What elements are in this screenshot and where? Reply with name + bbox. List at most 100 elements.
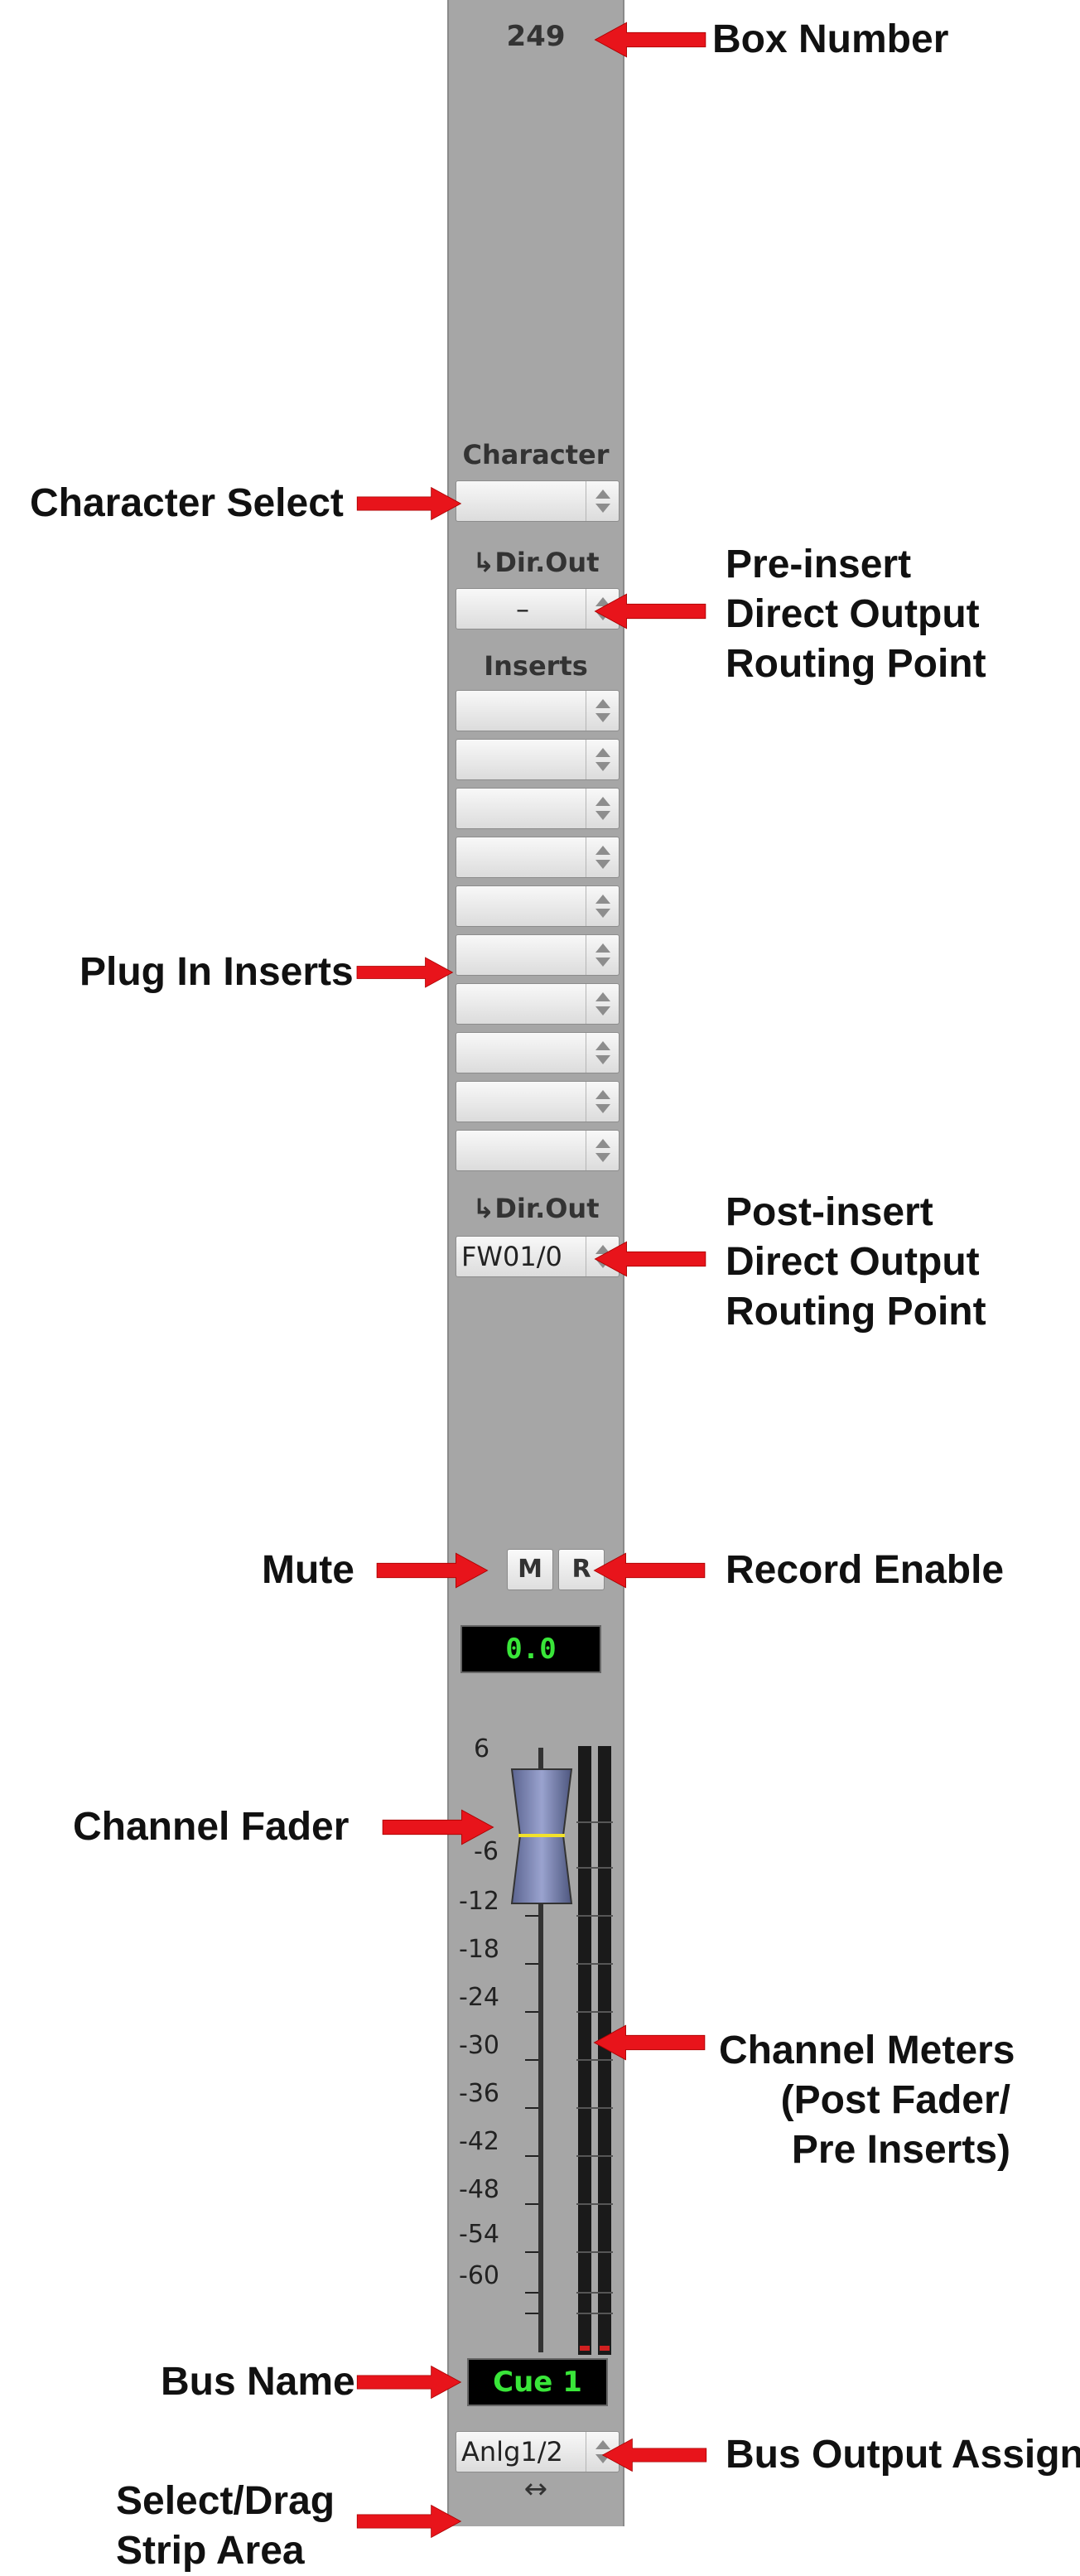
inserts-label: Inserts xyxy=(484,650,588,682)
callout-bus-name: Bus Name xyxy=(161,2360,355,2404)
callout-line: Routing Point xyxy=(726,642,986,686)
character-select[interactable] xyxy=(456,480,620,522)
up-down-arrows-icon xyxy=(586,789,619,828)
up-down-arrows-icon xyxy=(586,984,619,1024)
insert-slot-value xyxy=(461,1033,584,1073)
insert-slot-value xyxy=(461,789,584,828)
callout-line: Routing Point xyxy=(726,1290,986,1334)
insert-slot-5[interactable] xyxy=(456,885,620,927)
arrow-right-icon xyxy=(361,1549,502,1592)
fader-scale-label: -48 xyxy=(459,2175,499,2204)
callout-line: Channel Meters xyxy=(719,2028,1015,2072)
arrow-left-icon xyxy=(593,1237,709,1281)
callout-channel-meters: Channel Meters (Post Fader/ Pre Inserts) xyxy=(719,2026,1015,2175)
gain-display: 0.0 xyxy=(460,1625,601,1673)
callout-line: Select/Drag xyxy=(116,2479,335,2523)
insert-slot-3[interactable] xyxy=(456,788,620,829)
callout-line: (Post Fader/ xyxy=(780,2078,1010,2122)
up-down-arrows-icon xyxy=(586,740,619,779)
insert-slot-value xyxy=(461,886,584,926)
bus-output-value: Anlg1/2 xyxy=(461,2436,563,2467)
up-down-arrows-icon xyxy=(586,1237,619,1276)
fader-area: 6 -6 -12 -18 -24 -30 -36 -42 -48 -54 -60 xyxy=(449,1731,626,2361)
up-down-arrows-icon xyxy=(586,1131,619,1170)
callout-line: Strip Area xyxy=(116,2529,305,2573)
up-down-arrows-icon xyxy=(586,886,619,926)
character-label: Character xyxy=(462,439,610,470)
insert-slot-value xyxy=(461,740,584,779)
insert-slot-value xyxy=(461,1082,584,1122)
up-down-arrows-icon xyxy=(586,935,619,975)
channel-meters xyxy=(576,1746,613,2355)
up-down-arrows-icon xyxy=(586,1033,619,1073)
callout-post-insert: Post-insert Direct Output Routing Point xyxy=(726,1188,986,1337)
insert-slot-value xyxy=(461,984,584,1024)
insert-slot-2[interactable] xyxy=(456,739,620,780)
pre-dir-out-select[interactable]: – xyxy=(456,588,620,630)
fader-scale-label: -12 xyxy=(459,1887,499,1916)
insert-slot-value xyxy=(461,691,584,731)
insert-slot-4[interactable] xyxy=(456,837,620,878)
arrow-right-icon xyxy=(354,1806,520,1849)
post-dir-out-select[interactable]: FW01/0 xyxy=(456,1236,620,1277)
post-dir-out-label: ↳Dir.Out xyxy=(472,1193,600,1224)
insert-slot-7[interactable] xyxy=(456,983,620,1025)
insert-slot-value xyxy=(461,837,584,877)
callout-character-select: Character Select xyxy=(30,481,344,525)
pre-dir-out-value: – xyxy=(516,593,529,625)
fader-scale-label: -54 xyxy=(459,2220,499,2249)
fader-scale-label: -18 xyxy=(459,1935,499,1964)
arrow-left-icon xyxy=(593,18,709,61)
callout-box-number: Box Number xyxy=(712,17,949,61)
fader-scale-label: -36 xyxy=(459,2079,499,2108)
arrow-right-icon xyxy=(354,482,462,525)
callout-line: Post-insert xyxy=(726,1190,933,1234)
fader-scale-label: -6 xyxy=(474,1837,499,1866)
insert-slot-1[interactable] xyxy=(456,690,620,731)
insert-slot-6[interactable] xyxy=(456,934,620,976)
callout-pre-insert: Pre-insert Direct Output Routing Point xyxy=(726,540,986,689)
channel-strip: 249 Character ↳Dir.Out – Inserts ↳Dir.Ou… xyxy=(447,0,624,2526)
insert-slot-10[interactable] xyxy=(456,1130,620,1171)
callout-bus-output-assign: Bus Output Assign xyxy=(726,2433,1080,2477)
arrow-right-icon xyxy=(354,951,454,994)
fader-scale-label: -24 xyxy=(459,1983,499,2012)
up-down-arrows-icon xyxy=(586,1082,619,1122)
insert-slot-value xyxy=(461,935,584,975)
fader-scale-label: 6 xyxy=(474,1734,490,1763)
insert-slot-9[interactable] xyxy=(456,1081,620,1122)
callout-mute: Mute xyxy=(262,1548,354,1592)
callout-line: Direct Output xyxy=(726,1240,980,1284)
select-drag-strip-area[interactable]: ↔ xyxy=(523,2472,548,2506)
callout-line: Pre Inserts) xyxy=(791,2128,1010,2172)
up-down-arrows-icon xyxy=(586,837,619,877)
arrow-right-icon xyxy=(354,2361,462,2404)
arrow-left-icon xyxy=(593,590,709,633)
fader-scale-label: -42 xyxy=(459,2127,499,2156)
up-down-arrows-icon xyxy=(586,589,619,629)
callout-line: Direct Output xyxy=(726,592,980,636)
bus-output-select[interactable]: Anlg1/2 xyxy=(456,2431,620,2472)
arrow-left-icon xyxy=(588,1549,712,1592)
up-down-arrows-icon xyxy=(586,481,619,521)
fader-scale-label: -60 xyxy=(459,2261,499,2290)
pre-dir-out-label: ↳Dir.Out xyxy=(472,547,600,578)
up-down-arrows-icon xyxy=(586,691,619,731)
fader-cap-handle[interactable] xyxy=(509,1764,575,1910)
box-number: 249 xyxy=(506,20,566,53)
insert-slot-8[interactable] xyxy=(456,1032,620,1073)
callout-channel-fader: Channel Fader xyxy=(73,1805,350,1849)
post-dir-out-value: FW01/0 xyxy=(461,1241,562,1272)
character-select-value xyxy=(461,481,584,521)
bus-name-display[interactable]: Cue 1 xyxy=(467,2358,608,2406)
fader-scale-graphic xyxy=(525,1748,543,2352)
callout-record-enable: Record Enable xyxy=(726,1548,1005,1592)
up-down-arrows-icon xyxy=(586,2432,619,2472)
insert-slot-value xyxy=(461,1131,584,1170)
mute-button[interactable]: M xyxy=(507,1549,553,1590)
arrow-left-icon xyxy=(588,2021,712,2064)
callout-plug-in-inserts: Plug In Inserts xyxy=(80,950,354,994)
callout-line: Pre-insert xyxy=(726,543,912,586)
arrow-left-icon xyxy=(601,2434,709,2477)
arrow-right-icon xyxy=(354,2500,462,2543)
